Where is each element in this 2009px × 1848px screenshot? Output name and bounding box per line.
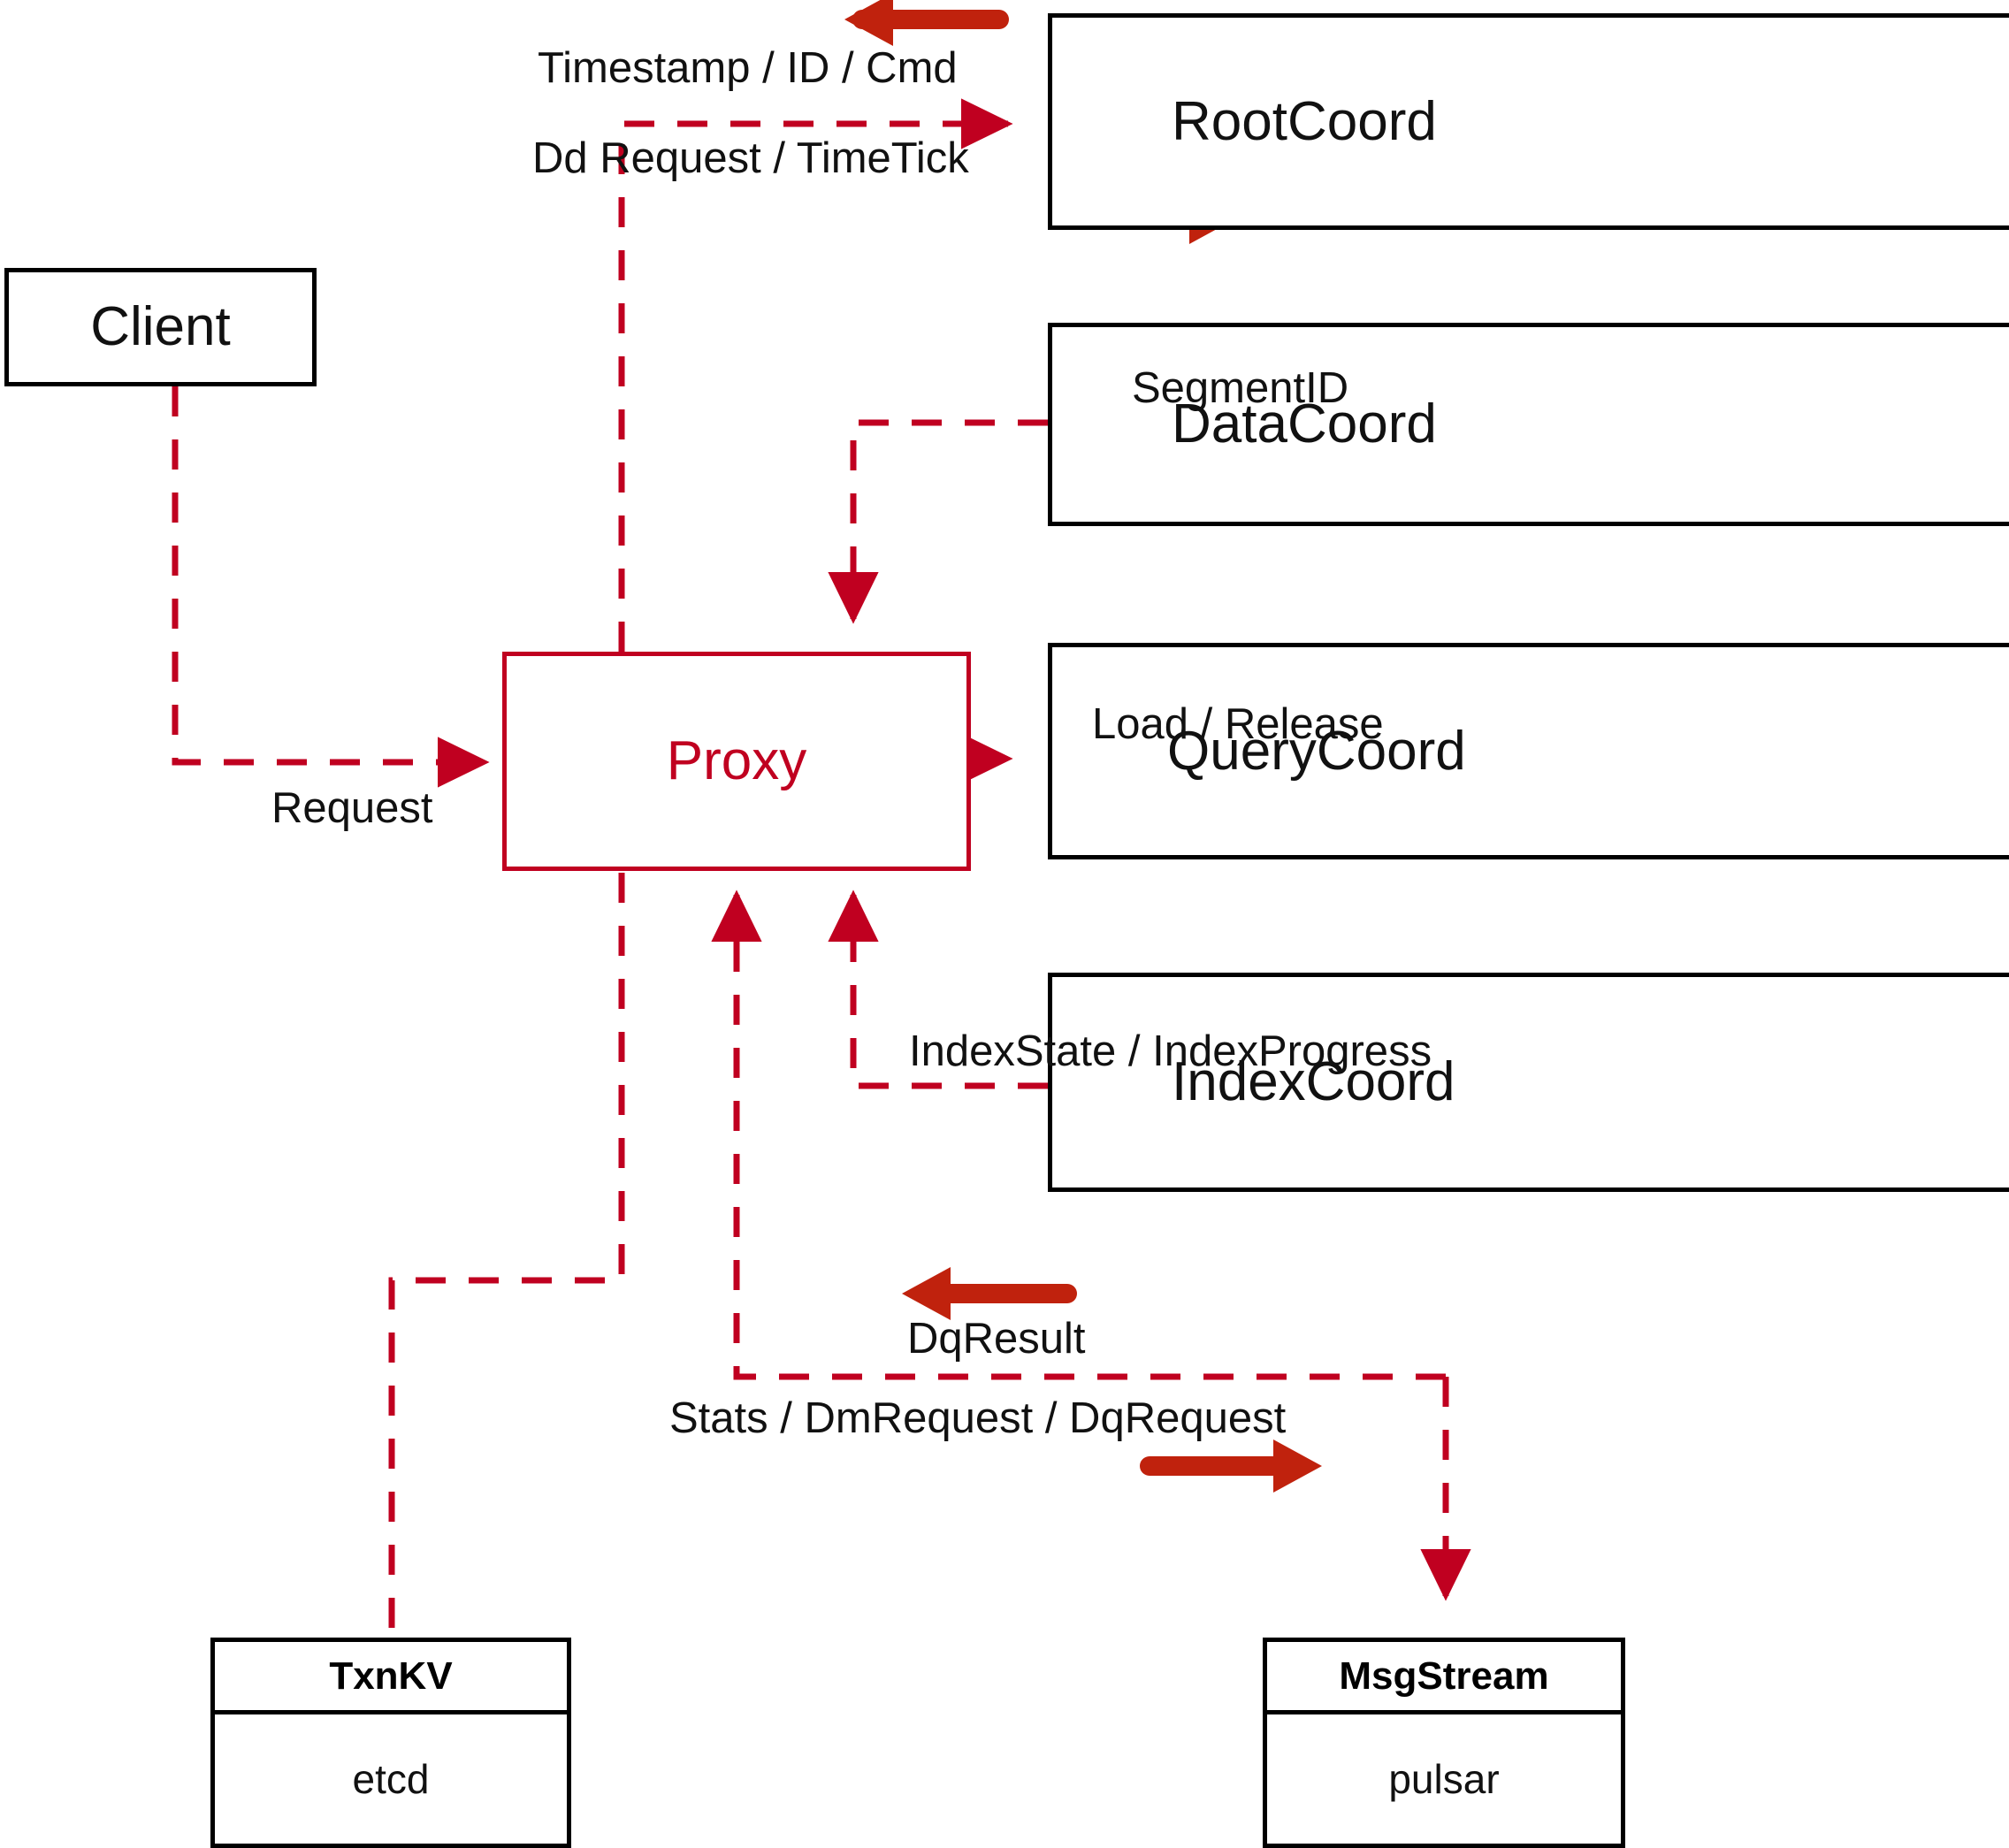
node-indexcoord-label: IndexCoord <box>1172 1051 1455 1112</box>
edge-label-request: Request <box>271 784 433 832</box>
node-client[interactable]: Client <box>4 268 317 386</box>
edge-indexcoord-to-proxy <box>828 890 1048 1089</box>
node-client-label: Client <box>90 296 231 357</box>
node-txnkv-header: TxnKV <box>215 1642 567 1714</box>
edge-label-dq-result: DqResult <box>907 1315 1086 1363</box>
thick-arrow-stats-head <box>1273 1439 1322 1493</box>
node-rootcoord[interactable]: RootCoord <box>1048 13 2009 230</box>
edge-label-stats-dm-dq: Stats / DmRequest / DqRequest <box>669 1394 1287 1442</box>
node-txnkv[interactable]: TxnKV etcd <box>210 1638 571 1848</box>
node-querycoord[interactable]: QueryCoord <box>1048 643 2009 859</box>
node-datacoord[interactable]: DataCoord <box>1048 323 2009 526</box>
node-msgstream-body: pulsar <box>1388 1756 1500 1802</box>
node-msgstream-header: MsgStream <box>1267 1642 1621 1714</box>
node-rootcoord-label: RootCoord <box>1172 90 1437 152</box>
edge-datacoord-to-proxy <box>828 419 1048 624</box>
edge-proxy-to-txnkv <box>388 873 625 1638</box>
node-msgstream[interactable]: MsgStream pulsar <box>1263 1638 1625 1848</box>
edge-proxy-to-rootcoord <box>618 98 1013 652</box>
node-txnkv-body: etcd <box>352 1756 430 1802</box>
node-querycoord-label: QueryCoord <box>1167 720 1466 782</box>
node-indexcoord[interactable]: IndexCoord <box>1048 973 2009 1192</box>
edge-label-load-release: Load / Release <box>1092 700 1384 748</box>
edge-client-to-proxy <box>172 386 490 788</box>
thick-arrow-dqresult-head <box>902 1267 951 1320</box>
edge-label-segment-id: SegmentID <box>1132 364 1349 412</box>
thick-arrow-timestamp-head <box>844 0 893 46</box>
edge-label-timestamp-id-cmd: Timestamp / ID / Cmd <box>538 44 958 92</box>
node-datacoord-label: DataCoord <box>1172 393 1437 454</box>
node-proxy-label: Proxy <box>666 730 807 791</box>
node-proxy[interactable]: Proxy <box>502 652 971 871</box>
edge-msgstream-to-proxy <box>711 890 1446 1380</box>
edge-label-index-state-progress: IndexState / IndexProgress <box>909 1027 1432 1075</box>
edge-label-dd-request-timetick: Dd Request / TimeTick <box>532 134 969 182</box>
